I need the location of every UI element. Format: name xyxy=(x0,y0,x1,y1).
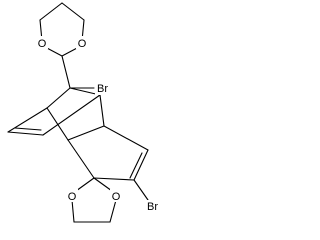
bond-ch2-ch2-top-right xyxy=(61,2,85,21)
bond-c5-c4 xyxy=(42,94,101,136)
bond-c7-c1 xyxy=(46,87,71,109)
bond-c6-c5-inner xyxy=(14,127,42,131)
bond-c4-c3 xyxy=(99,94,105,127)
bond-ch2-ch2-top xyxy=(39,2,63,21)
bond-spiro-bottom-o4 xyxy=(93,177,113,192)
bromine-label-bridgehead: Br xyxy=(97,83,108,95)
bond-c1-c2 xyxy=(46,107,69,141)
oxygen-label-top-left: O xyxy=(38,38,47,50)
bond-ch-cbr-inner xyxy=(129,152,143,179)
atom-label-layer: O O Br O O Br xyxy=(36,36,163,213)
bromine-label-vinyl: Br xyxy=(147,201,158,213)
bond-cbr-br xyxy=(133,179,149,201)
oxygen-label-bottom-right: O xyxy=(112,191,121,203)
bond-ch-cbr xyxy=(133,149,149,181)
bond-spiro-bottom-o3 xyxy=(75,177,95,192)
oxygen-label-top-right: O xyxy=(78,38,87,50)
bond-c2-c3 xyxy=(67,125,105,141)
bond-c3-ch xyxy=(103,125,149,151)
bond-cbr-spiro-bottom xyxy=(93,177,135,181)
oxygen-label-bottom-left: O xyxy=(68,191,77,203)
bond-c1-c6 xyxy=(7,107,48,133)
bond-ch2-o4 xyxy=(109,199,117,223)
chemical-structure-diagram: O O Br O O Br xyxy=(7,2,163,223)
bond-c6-c5 xyxy=(7,131,44,136)
bond-spiro-top-c7 xyxy=(61,55,71,89)
bond-o3-ch2 xyxy=(71,199,75,223)
bond-spiro-bottom-c2 xyxy=(67,139,95,179)
